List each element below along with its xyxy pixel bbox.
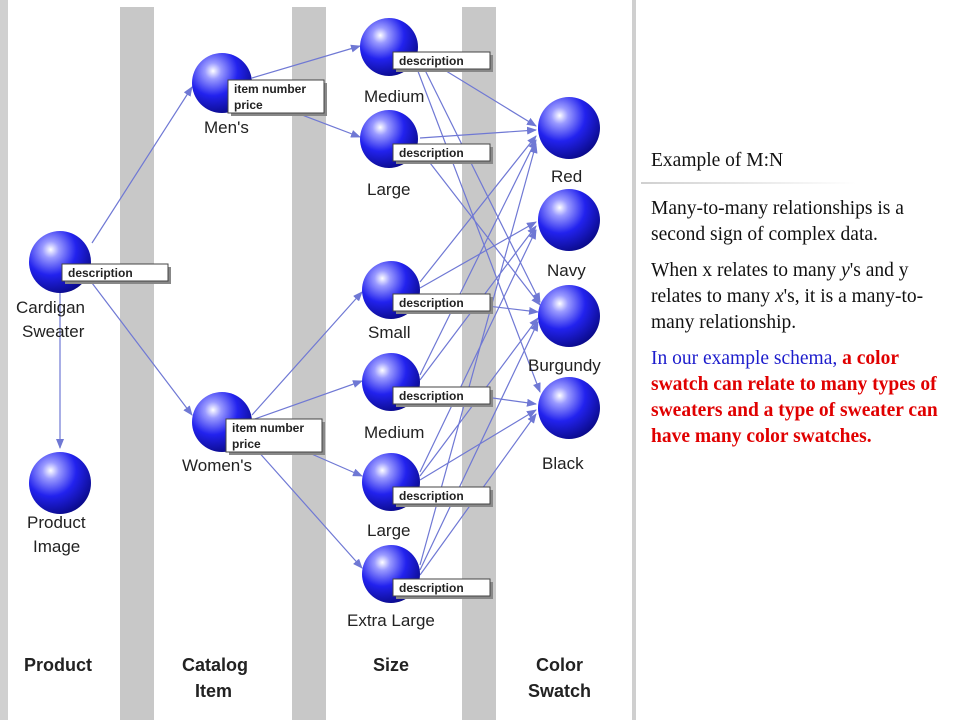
node-xlarge-label: Extra Large [347,611,435,630]
node-large2-label: Large [367,521,410,540]
arrow-mens-medium [251,44,361,79]
arrow-large2-black [419,409,537,481]
p2-x-italic: x [775,286,784,307]
node-black-sphere [538,377,600,439]
column-label-size: Size [373,655,409,675]
panel-title: Example of M:N [651,150,784,171]
node-black-label: Black [542,454,584,473]
column-label-color-2: Swatch [528,681,591,701]
node-mens-label: Men's [204,118,249,137]
column-label-catalog-2: Item [195,681,232,701]
p2-y-italic: y [841,260,850,281]
arrow-womens-xlarge [247,439,363,569]
node-medium2-label: Medium [364,423,424,442]
svg-text:price: price [234,98,263,112]
arrow-medium1-burgundy [419,59,541,303]
arrow-large1-burgundy [419,149,541,306]
arrow-cardigan-mens [91,86,193,244]
arrow-cardigan-womens [91,282,193,416]
p2-text-b: 's and y relates to many [651,260,909,307]
tag-mens-item-price: item number price [227,79,327,116]
arrow-womens-small [251,291,363,416]
arrow-small-navy [419,221,537,289]
node-navy-label: Navy [547,261,586,280]
node-medium1-label: Medium [364,87,424,106]
tag-large2-description: description [392,486,493,507]
node-product-image-label-2: Image [33,537,80,556]
p3-blue-text: In our example schema, [651,348,843,369]
tag-cardigan-description: description [61,263,171,284]
node-product-image-sphere [29,452,91,514]
tag-womens-item-price: item number price [225,418,325,455]
svg-text:description: description [399,54,464,68]
node-navy-sphere [538,189,600,251]
tag-small-description: description [392,293,493,314]
svg-text:item number: item number [232,421,304,435]
column-label-catalog-1: Catalog [182,655,248,675]
panel-paragraph-1: Many-to-many relationships is a second s… [651,198,904,245]
p2-text-a: When x relates to many [651,260,842,281]
arrow-womens-medium2 [251,380,363,421]
tag-medium1-description: description [392,51,493,72]
band-catalog [120,7,154,720]
column-label-product: Product [24,655,92,675]
node-small-label: Small [368,323,411,342]
node-large1-label: Large [367,180,410,199]
svg-text:description: description [399,296,464,310]
arrow-large1-red [419,126,537,139]
band-color [462,7,496,720]
svg-text:description: description [399,581,464,595]
svg-text:description: description [399,489,464,503]
p3-red-text: a color swatch can relate to many types … [651,348,938,447]
svg-text:description: description [399,146,464,160]
tag-medium2-description: description [392,386,493,407]
svg-text:price: price [232,437,261,451]
svg-text:description: description [68,266,133,280]
node-burgundy-label: Burgundy [528,356,601,375]
node-red-sphere [538,97,600,159]
panel-paragraph-3: In our example schema, a color swatch ca… [651,346,951,450]
node-cardigan-label-1: Cardigan [16,298,85,317]
p2-text-c: 's, it is a many-to-many relationship. [651,286,924,333]
tag-large1-description: description [392,143,493,164]
diagram-left-border [0,0,8,720]
node-cardigan-label-2: Sweater [22,322,85,341]
svg-text:description: description [399,389,464,403]
m-n-relationship-diagram: description item number price item numbe… [0,0,636,720]
arrow-small-red [419,135,537,283]
arrow-xlarge-burgundy [419,321,539,571]
panel-divider [641,182,856,184]
panel-paragraph-2: When x relates to many y's and y relates… [651,258,951,336]
tag-xlarge-description: description [392,578,493,599]
svg-text:item number: item number [234,82,306,96]
explanation-panel: Example of M:N Many-to-many relationship… [641,148,951,460]
node-product-image-label-1: Product [27,513,86,532]
arrow-medium2-red [419,139,537,376]
column-label-color-1: Color [536,655,583,675]
arrow-medium1-black [415,65,541,393]
node-red-label: Red [551,167,582,186]
arrow-large2-navy [419,229,537,473]
node-womens-label: Women's [182,456,252,475]
node-burgundy-sphere [538,285,600,347]
diagram-right-border [632,0,636,720]
